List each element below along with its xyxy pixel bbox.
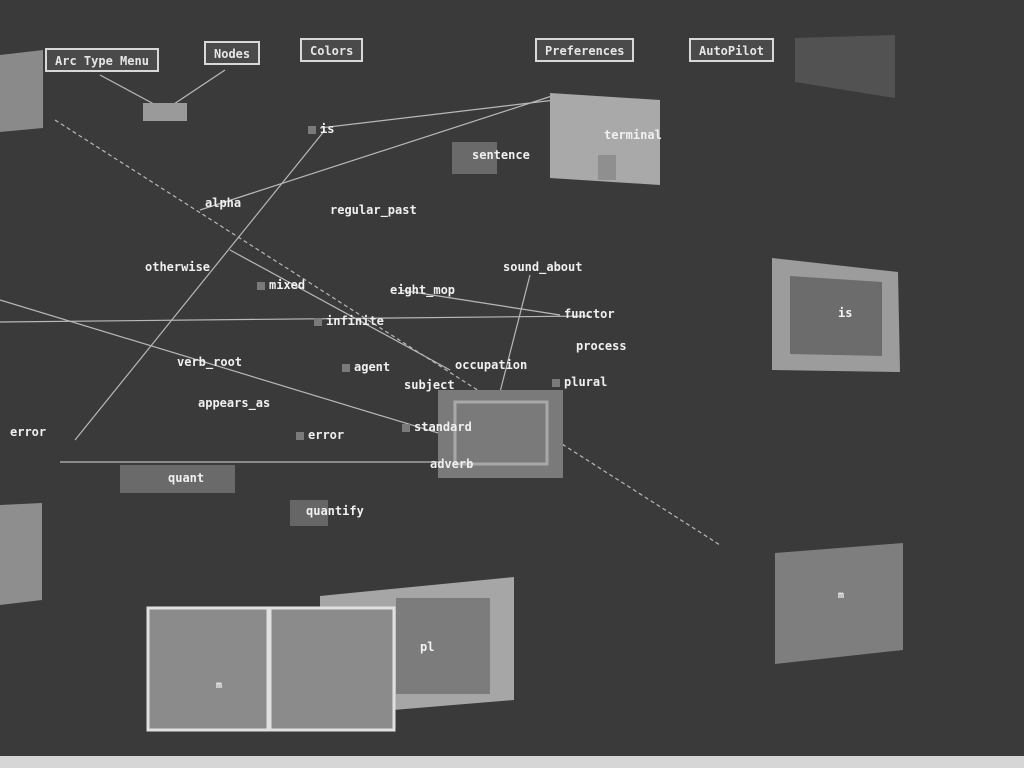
node-process[interactable]: process bbox=[576, 339, 627, 353]
is-frame-label: is bbox=[838, 306, 853, 320]
node-functor[interactable]: functor bbox=[564, 307, 615, 321]
side-panel-bottom[interactable] bbox=[0, 503, 42, 605]
edge bbox=[399, 289, 561, 316]
node-infinite[interactable]: infinite bbox=[314, 314, 384, 328]
preferences-button[interactable]: Preferences bbox=[535, 38, 635, 62]
node-sentence[interactable]: sentence bbox=[472, 148, 530, 162]
arc-type-menu-button[interactable]: Arc Type Menu bbox=[45, 48, 159, 72]
node-error-2[interactable]: error bbox=[296, 428, 344, 442]
node-marker bbox=[552, 378, 560, 387]
ghost-panel bbox=[795, 35, 895, 98]
edge bbox=[319, 99, 556, 129]
node-subject[interactable]: subject bbox=[404, 378, 455, 392]
terminal-panel[interactable] bbox=[550, 93, 660, 185]
card-middle[interactable] bbox=[268, 606, 396, 732]
edge bbox=[229, 249, 451, 371]
bottom-strip bbox=[0, 756, 1024, 768]
node-standard[interactable]: standard bbox=[402, 420, 472, 434]
node-eight-mop[interactable]: eight_mop bbox=[390, 283, 456, 297]
quantify-box bbox=[290, 500, 328, 526]
is-frame-inner bbox=[790, 276, 882, 356]
terminal-panel-inset bbox=[598, 155, 616, 180]
nodes-button[interactable]: Nodes bbox=[204, 41, 261, 65]
node-terminal[interactable]: terminal bbox=[604, 128, 662, 142]
node-marker bbox=[308, 125, 316, 134]
node-sound-about[interactable]: sound_about bbox=[503, 260, 583, 274]
edge bbox=[74, 129, 326, 441]
node-otherwise[interactable]: otherwise bbox=[145, 260, 211, 274]
card-left[interactable] bbox=[146, 606, 270, 732]
selection-frame-inner bbox=[453, 400, 549, 466]
side-panel-top[interactable] bbox=[0, 50, 43, 132]
node-marker bbox=[257, 281, 265, 290]
edge bbox=[199, 94, 556, 211]
node-marker bbox=[402, 423, 410, 432]
quant-box bbox=[120, 465, 235, 493]
node-quantify[interactable]: quantify bbox=[306, 504, 364, 518]
colors-button[interactable]: Colors bbox=[300, 38, 364, 62]
pl-frame-inner bbox=[396, 598, 490, 694]
card-left-marker: m bbox=[216, 680, 223, 691]
node-mixed[interactable]: mixed bbox=[257, 278, 305, 292]
edge bbox=[0, 315, 591, 323]
menu-anchor-node[interactable] bbox=[143, 103, 187, 121]
selection-frame[interactable] bbox=[438, 390, 563, 478]
autopilot-button[interactable]: AutoPilot bbox=[689, 38, 775, 62]
node-plural[interactable]: plural bbox=[552, 375, 607, 389]
node-is[interactable]: is bbox=[308, 122, 334, 136]
node-marker bbox=[314, 317, 322, 326]
node-alpha[interactable]: alpha bbox=[205, 196, 242, 210]
node-adverb[interactable]: adverb bbox=[430, 457, 474, 471]
node-marker bbox=[342, 363, 350, 372]
right-card[interactable] bbox=[775, 543, 903, 664]
edge bbox=[54, 119, 721, 546]
node-regular-past[interactable]: regular_past bbox=[330, 203, 417, 217]
node-error[interactable]: error bbox=[10, 425, 47, 439]
right-card-marker: m bbox=[838, 590, 845, 601]
pl-frame-label: pl bbox=[420, 640, 435, 654]
node-appears-as[interactable]: appears_as bbox=[198, 396, 271, 410]
node-quant[interactable]: quant bbox=[168, 471, 205, 485]
node-marker bbox=[296, 431, 304, 440]
node-occupation[interactable]: occupation bbox=[455, 358, 528, 372]
node-agent[interactable]: agent bbox=[342, 360, 390, 374]
sentence-panel[interactable] bbox=[452, 142, 497, 174]
node-verb-root[interactable]: verb_root bbox=[177, 355, 243, 369]
